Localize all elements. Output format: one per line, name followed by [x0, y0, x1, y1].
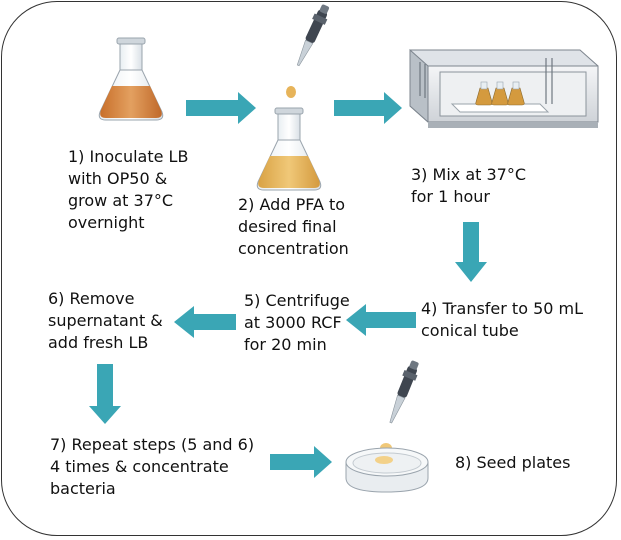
step-3-label: 3) Mix at 37°C for 1 hour — [411, 165, 527, 206]
step-6-label: 6) Remove supernatant & add fresh LB — [48, 289, 163, 352]
arrow-right — [186, 92, 256, 124]
step-2-label: 2) Add PFA to desired final concentratio… — [238, 195, 349, 258]
erlenmeyer-flask-icon — [98, 37, 164, 121]
arrow-right — [270, 446, 332, 478]
step-5-label: 5) Centrifuge at 3000 RCF for 20 min — [244, 291, 350, 354]
arrow-right — [334, 92, 402, 124]
pipette-icon — [380, 360, 419, 453]
step-1-label: 1) Inoculate LB with OP50 & grow at 37°C… — [68, 147, 189, 232]
pipette-icon — [286, 4, 330, 98]
petri-dish-icon — [345, 447, 429, 493]
shaking-incubator-icon — [409, 48, 599, 128]
erlenmeyer-flask-icon — [256, 107, 322, 191]
arrow-left — [174, 306, 236, 338]
step-7-label: 7) Repeat steps (5 and 6) 4 times & conc… — [50, 435, 255, 498]
arrow-down — [455, 222, 487, 282]
arrow-left — [346, 304, 416, 336]
arrow-down — [89, 364, 121, 424]
step-8-label: 8) Seed plates — [455, 453, 571, 472]
step-4-label: 4) Transfer to 50 mL conical tube — [421, 299, 584, 340]
